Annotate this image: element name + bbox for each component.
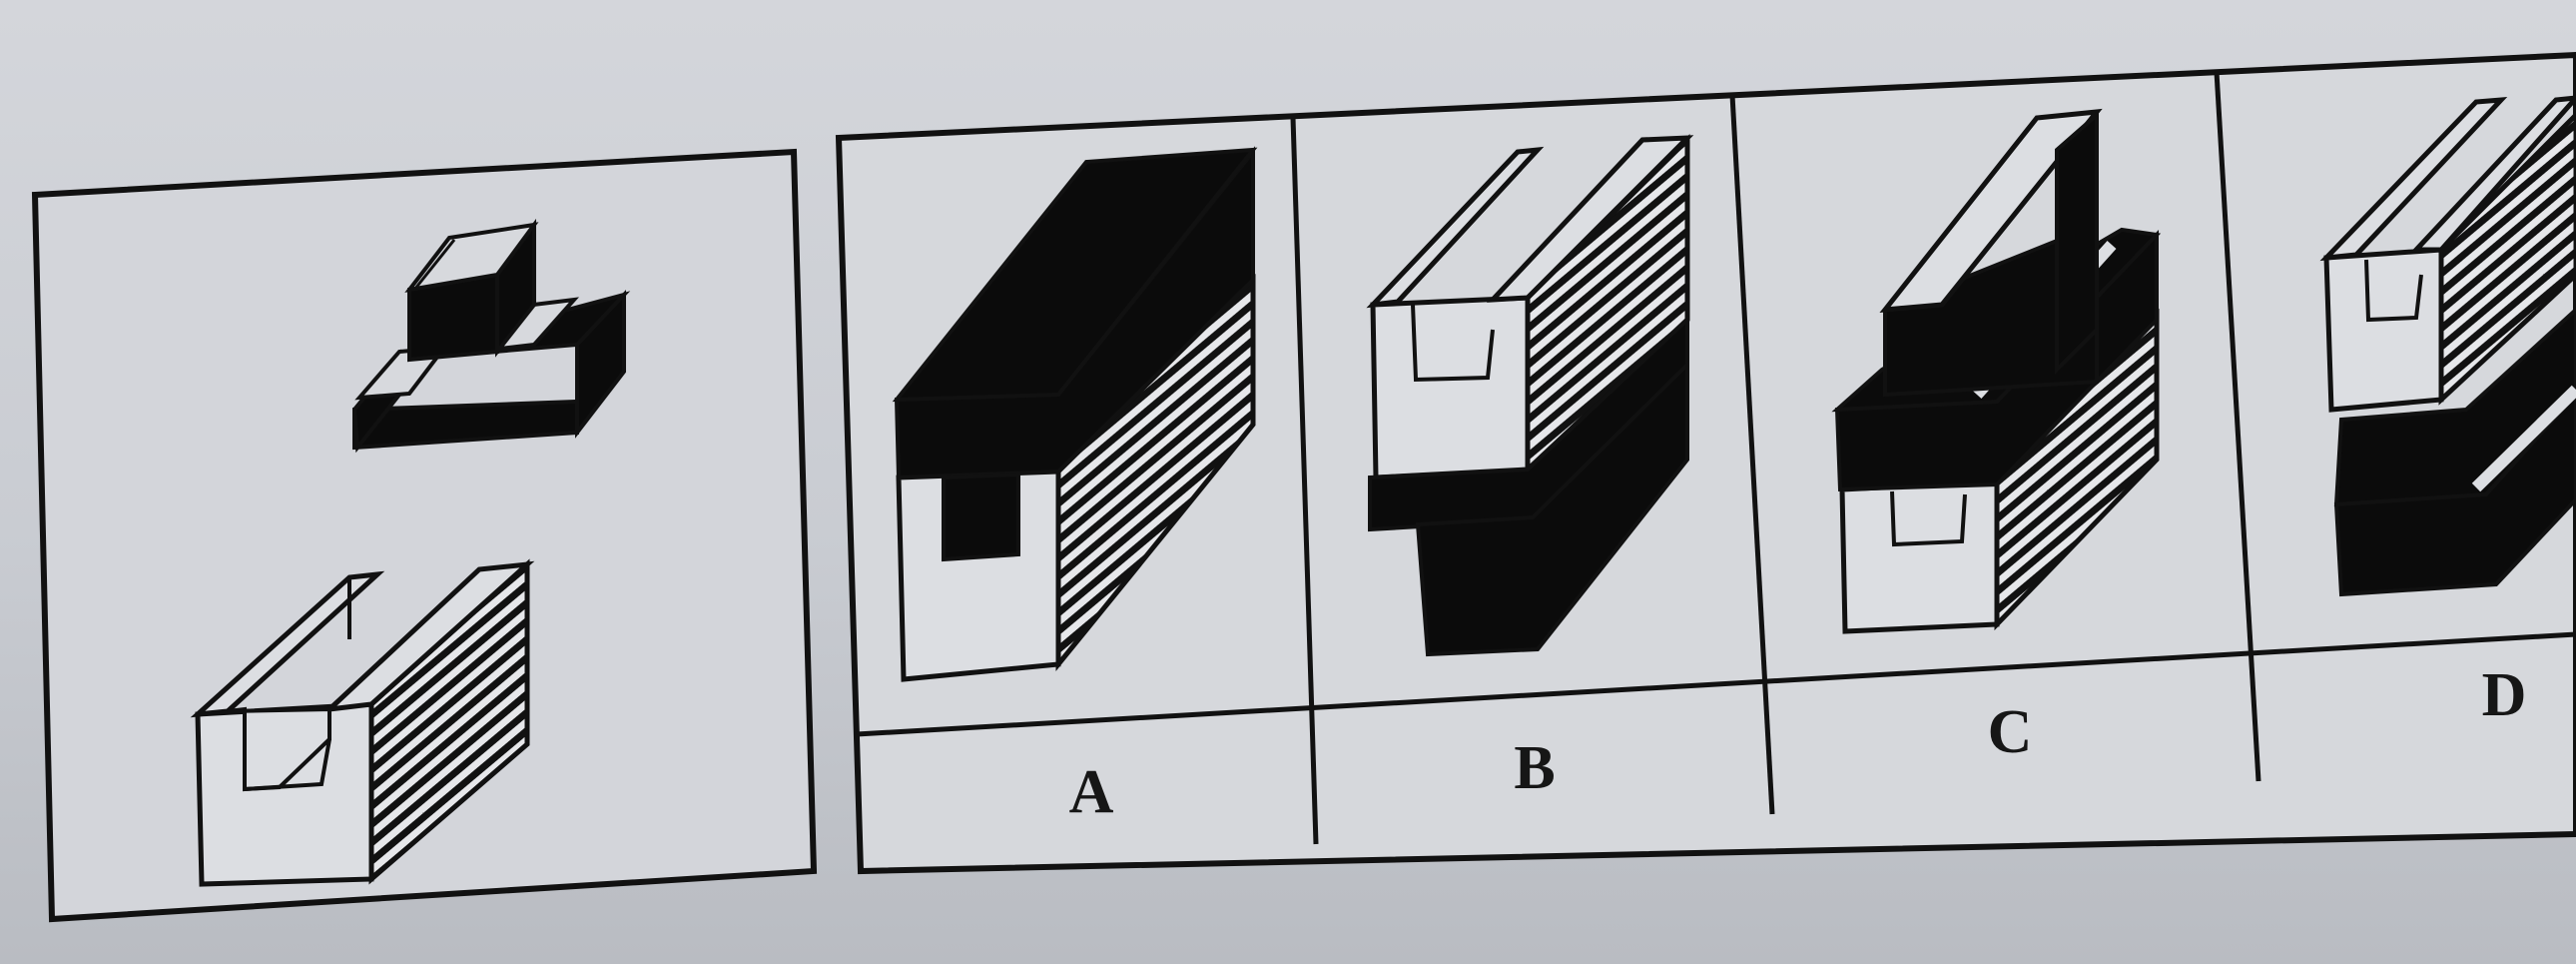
option-a-label[interactable]: A — [1068, 758, 1114, 826]
option-c-label[interactable]: C — [1987, 698, 2033, 766]
option-a-figure[interactable] — [892, 146, 1258, 682]
option-c-figure[interactable] — [1831, 108, 2162, 634]
option-d-figure[interactable] — [2319, 95, 2576, 597]
option-b-label[interactable]: B — [1514, 734, 1556, 802]
option-b-figure[interactable] — [1366, 134, 1694, 657]
question-u-channel — [190, 558, 535, 887]
question-panel — [31, 148, 818, 923]
option-d-label[interactable]: D — [2481, 661, 2527, 729]
question-top-block — [351, 218, 631, 454]
